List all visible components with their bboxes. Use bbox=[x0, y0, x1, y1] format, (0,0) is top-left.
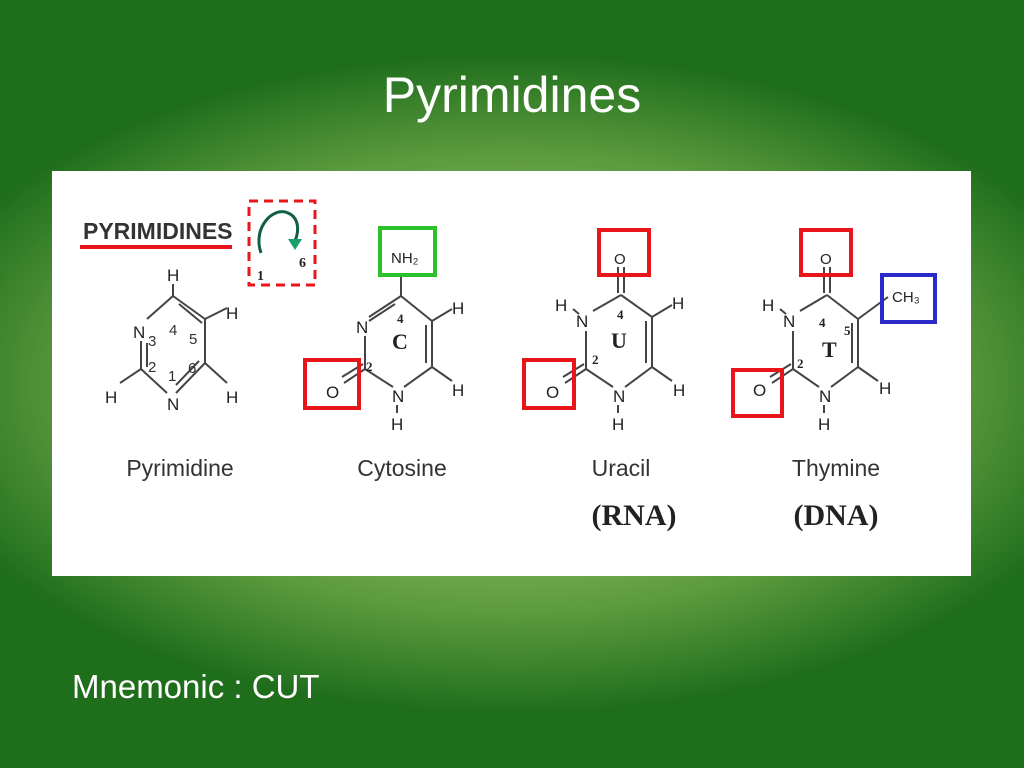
dashed-red-box bbox=[247, 199, 317, 287]
highlight-box-red bbox=[303, 358, 361, 410]
ring-number: 1 bbox=[168, 368, 176, 385]
atom-h: H bbox=[555, 296, 567, 315]
molecule-name: Thymine bbox=[792, 455, 880, 481]
atom-o: O bbox=[614, 251, 626, 268]
highlight-box-red bbox=[731, 368, 784, 418]
molecule-name: Pyrimidine bbox=[126, 455, 233, 481]
ring-number: 4 bbox=[617, 307, 624, 322]
pyrimidines-diagram: PYRIMIDINES 1 6 bbox=[80, 199, 937, 532]
ring-number: 2 bbox=[592, 352, 599, 367]
atom-o: O bbox=[753, 381, 766, 400]
molecule-name: Uracil bbox=[592, 455, 651, 481]
molecule-pyrimidine: H N H H N H 4 3 5 2 1 6 Pyrimidine bbox=[105, 266, 238, 481]
ring-number: 4 bbox=[819, 315, 826, 330]
highlight-box-blue bbox=[880, 273, 937, 324]
ring-start-label: 1 bbox=[257, 269, 264, 284]
atom-h: H bbox=[762, 296, 774, 315]
ring-number: 2 bbox=[148, 359, 156, 376]
atom-h: H bbox=[391, 415, 403, 434]
diagram-heading: PYRIMIDINES bbox=[83, 218, 233, 244]
mnemonic-text: Mnemonic : CUT bbox=[72, 668, 320, 705]
atom-h: H bbox=[452, 381, 464, 400]
ring-number: 4 bbox=[169, 322, 177, 339]
ring-number: 4 bbox=[397, 311, 404, 326]
atom-n: N bbox=[613, 387, 625, 406]
molecule-cytosine: NH₂ N H H O N H 4 2 C Cytosine bbox=[303, 226, 464, 481]
atom-n: N bbox=[392, 387, 404, 406]
ring-number: 2 bbox=[366, 359, 373, 374]
ring-number: 5 bbox=[844, 323, 851, 338]
molecule-uracil: O H N H O N H H 4 2 U Uracil (RNA) bbox=[522, 228, 685, 532]
atom-h: H bbox=[167, 266, 179, 285]
arrow-head-icon bbox=[288, 239, 302, 250]
base-letter: C bbox=[392, 329, 408, 354]
slide-title: Pyrimidines bbox=[382, 67, 642, 123]
diagram-panel: PYRIMIDINES 1 6 bbox=[52, 171, 971, 576]
highlight-box-red bbox=[522, 358, 576, 410]
ring-direction-box: 1 6 bbox=[247, 199, 317, 287]
atom-h: H bbox=[673, 381, 685, 400]
atom-ch3: CH₃ bbox=[892, 289, 920, 306]
atom-h: H bbox=[672, 294, 684, 313]
molecule-subtitle: (DNA) bbox=[794, 499, 879, 532]
highlight-box-red bbox=[799, 228, 853, 277]
atom-n: N bbox=[783, 312, 795, 331]
ring-number: 5 bbox=[189, 331, 197, 348]
molecule-name: Cytosine bbox=[357, 455, 446, 481]
atom-n: N bbox=[576, 312, 588, 331]
heading-underline bbox=[80, 245, 232, 249]
molecule-thymine: O H N CH₃ O N H H 4 5 2 T Thymine (DNA) bbox=[731, 228, 937, 532]
atom-h: H bbox=[226, 388, 238, 407]
atom-h: H bbox=[452, 299, 464, 318]
atom-n: N bbox=[356, 318, 368, 337]
atom-h: H bbox=[818, 415, 830, 434]
atom-o: O bbox=[326, 383, 339, 402]
atom-n: N bbox=[133, 323, 145, 342]
atom-h: H bbox=[105, 388, 117, 407]
curved-arrow-icon bbox=[257, 210, 300, 254]
atom-o: O bbox=[546, 383, 559, 402]
molecule-subtitle: (RNA) bbox=[592, 499, 677, 532]
atom-nh2: NH₂ bbox=[391, 250, 419, 267]
highlight-box-red bbox=[597, 228, 651, 277]
atom-o: O bbox=[820, 251, 832, 268]
base-letter: T bbox=[822, 337, 837, 362]
atom-h: H bbox=[612, 415, 624, 434]
atom-n: N bbox=[819, 387, 831, 406]
ring-number: 3 bbox=[148, 333, 156, 350]
atom-n: N bbox=[167, 395, 179, 414]
ring-end-label: 6 bbox=[299, 256, 306, 271]
atom-h: H bbox=[879, 379, 891, 398]
atom-h: H bbox=[226, 304, 238, 323]
ring-number: 6 bbox=[188, 360, 196, 377]
base-letter: U bbox=[611, 328, 627, 353]
highlight-box-green bbox=[378, 226, 437, 277]
ring-number: 2 bbox=[797, 356, 804, 371]
